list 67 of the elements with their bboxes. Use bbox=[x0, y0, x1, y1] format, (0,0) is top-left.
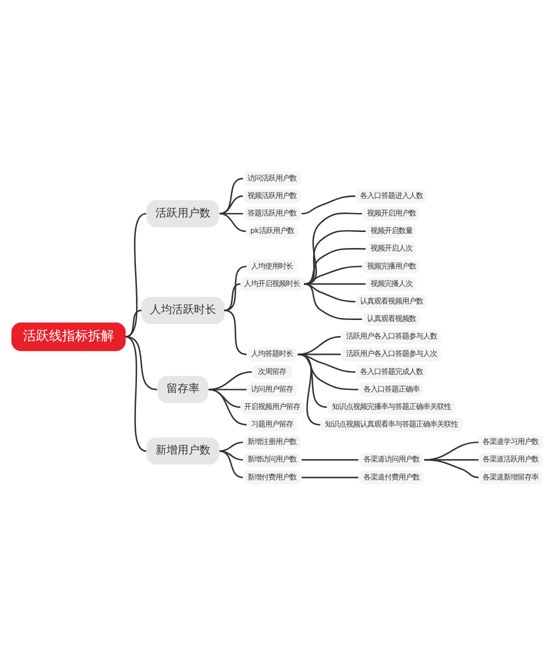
connector bbox=[298, 353, 358, 390]
node-box: 各入口答题进入人数 bbox=[356, 188, 427, 203]
node-box: 知识点视频完播率与答题正确率关联性 bbox=[327, 400, 456, 414]
node-box: 人均使用时长 bbox=[247, 258, 298, 273]
node-box: pk活跃用户数 bbox=[246, 224, 298, 238]
connector bbox=[219, 450, 244, 478]
connector bbox=[224, 265, 247, 311]
node-box: 开启视频用户留存 bbox=[240, 400, 304, 414]
connector bbox=[424, 458, 479, 478]
connector bbox=[304, 230, 366, 284]
node-box: 各入口答题正确率 bbox=[359, 382, 424, 396]
connector bbox=[304, 265, 362, 284]
node-box: 各渠道付费用户数 bbox=[359, 470, 424, 484]
node-box: 新增访问用户数 bbox=[244, 452, 301, 466]
node-box: 访问活跃用户数 bbox=[244, 171, 301, 185]
connector bbox=[298, 336, 341, 355]
node-box: 各渠道学习用户数 bbox=[478, 434, 543, 449]
node-box: 视频完播用户数 bbox=[362, 258, 420, 273]
node-box: 视频开启人次 bbox=[366, 241, 416, 256]
node-box: 活跃用户各入口答题参与人数 bbox=[341, 329, 442, 344]
connector bbox=[219, 441, 243, 452]
connector bbox=[219, 212, 246, 232]
node-box: 视频完播人次 bbox=[366, 276, 416, 290]
connector bbox=[125, 212, 146, 337]
node-box: 各渠道访问用户数 bbox=[359, 452, 424, 466]
node-box: 习题用户留存 bbox=[247, 417, 298, 432]
node-box: 访问用户留存 bbox=[247, 382, 298, 396]
node-box: 新增付费用户数 bbox=[244, 470, 301, 484]
connector bbox=[304, 247, 366, 284]
node-box: 答题活跃用户数 bbox=[244, 206, 301, 220]
node-box: 知识点视频认真观看率与答题正确率关联性 bbox=[320, 417, 463, 432]
node-box: 活跃线指标拆解 bbox=[11, 322, 126, 351]
node-box: 视频开启用户数 bbox=[362, 206, 420, 220]
connector bbox=[125, 336, 146, 452]
connector bbox=[125, 336, 158, 390]
node-box: 活跃用户各入口答题参与人次 bbox=[341, 346, 442, 361]
node-box: 各渠道新增留存率 bbox=[478, 470, 543, 484]
node-box: 人均开启视频时长 bbox=[240, 276, 304, 290]
connector bbox=[304, 282, 362, 320]
connector bbox=[208, 388, 247, 425]
node-box: 人均答题时长 bbox=[247, 346, 298, 361]
node-box: 视频开启数量 bbox=[366, 224, 416, 238]
node-box: 新增注册用户数 bbox=[244, 434, 301, 449]
node-box: 新增用户数 bbox=[146, 437, 220, 464]
connector bbox=[224, 282, 240, 311]
connector bbox=[302, 194, 356, 214]
node-box: 认真观看视频数 bbox=[362, 312, 420, 326]
node-box: 视频活跃用户数 bbox=[244, 188, 301, 203]
node-box: 各入口答题完成人数 bbox=[356, 364, 427, 378]
connector bbox=[298, 353, 341, 355]
node-box: 次周留存 bbox=[252, 364, 292, 378]
node-box: 人均活跃时长 bbox=[141, 296, 225, 324]
connector bbox=[304, 212, 362, 284]
connector bbox=[125, 309, 142, 338]
connector bbox=[224, 309, 247, 355]
node-box: 留存率 bbox=[158, 376, 208, 403]
node-box: 各渠道活跃用户数 bbox=[478, 452, 543, 466]
connector bbox=[302, 458, 358, 460]
connector bbox=[298, 353, 320, 425]
connector bbox=[219, 194, 244, 214]
node-box: 认真观看视频用户数 bbox=[356, 294, 427, 308]
connector bbox=[208, 370, 252, 390]
connector bbox=[302, 476, 358, 478]
connector bbox=[298, 353, 356, 372]
connector bbox=[219, 177, 244, 214]
connector bbox=[304, 282, 356, 302]
node-box: 活跃用户数 bbox=[146, 200, 220, 227]
